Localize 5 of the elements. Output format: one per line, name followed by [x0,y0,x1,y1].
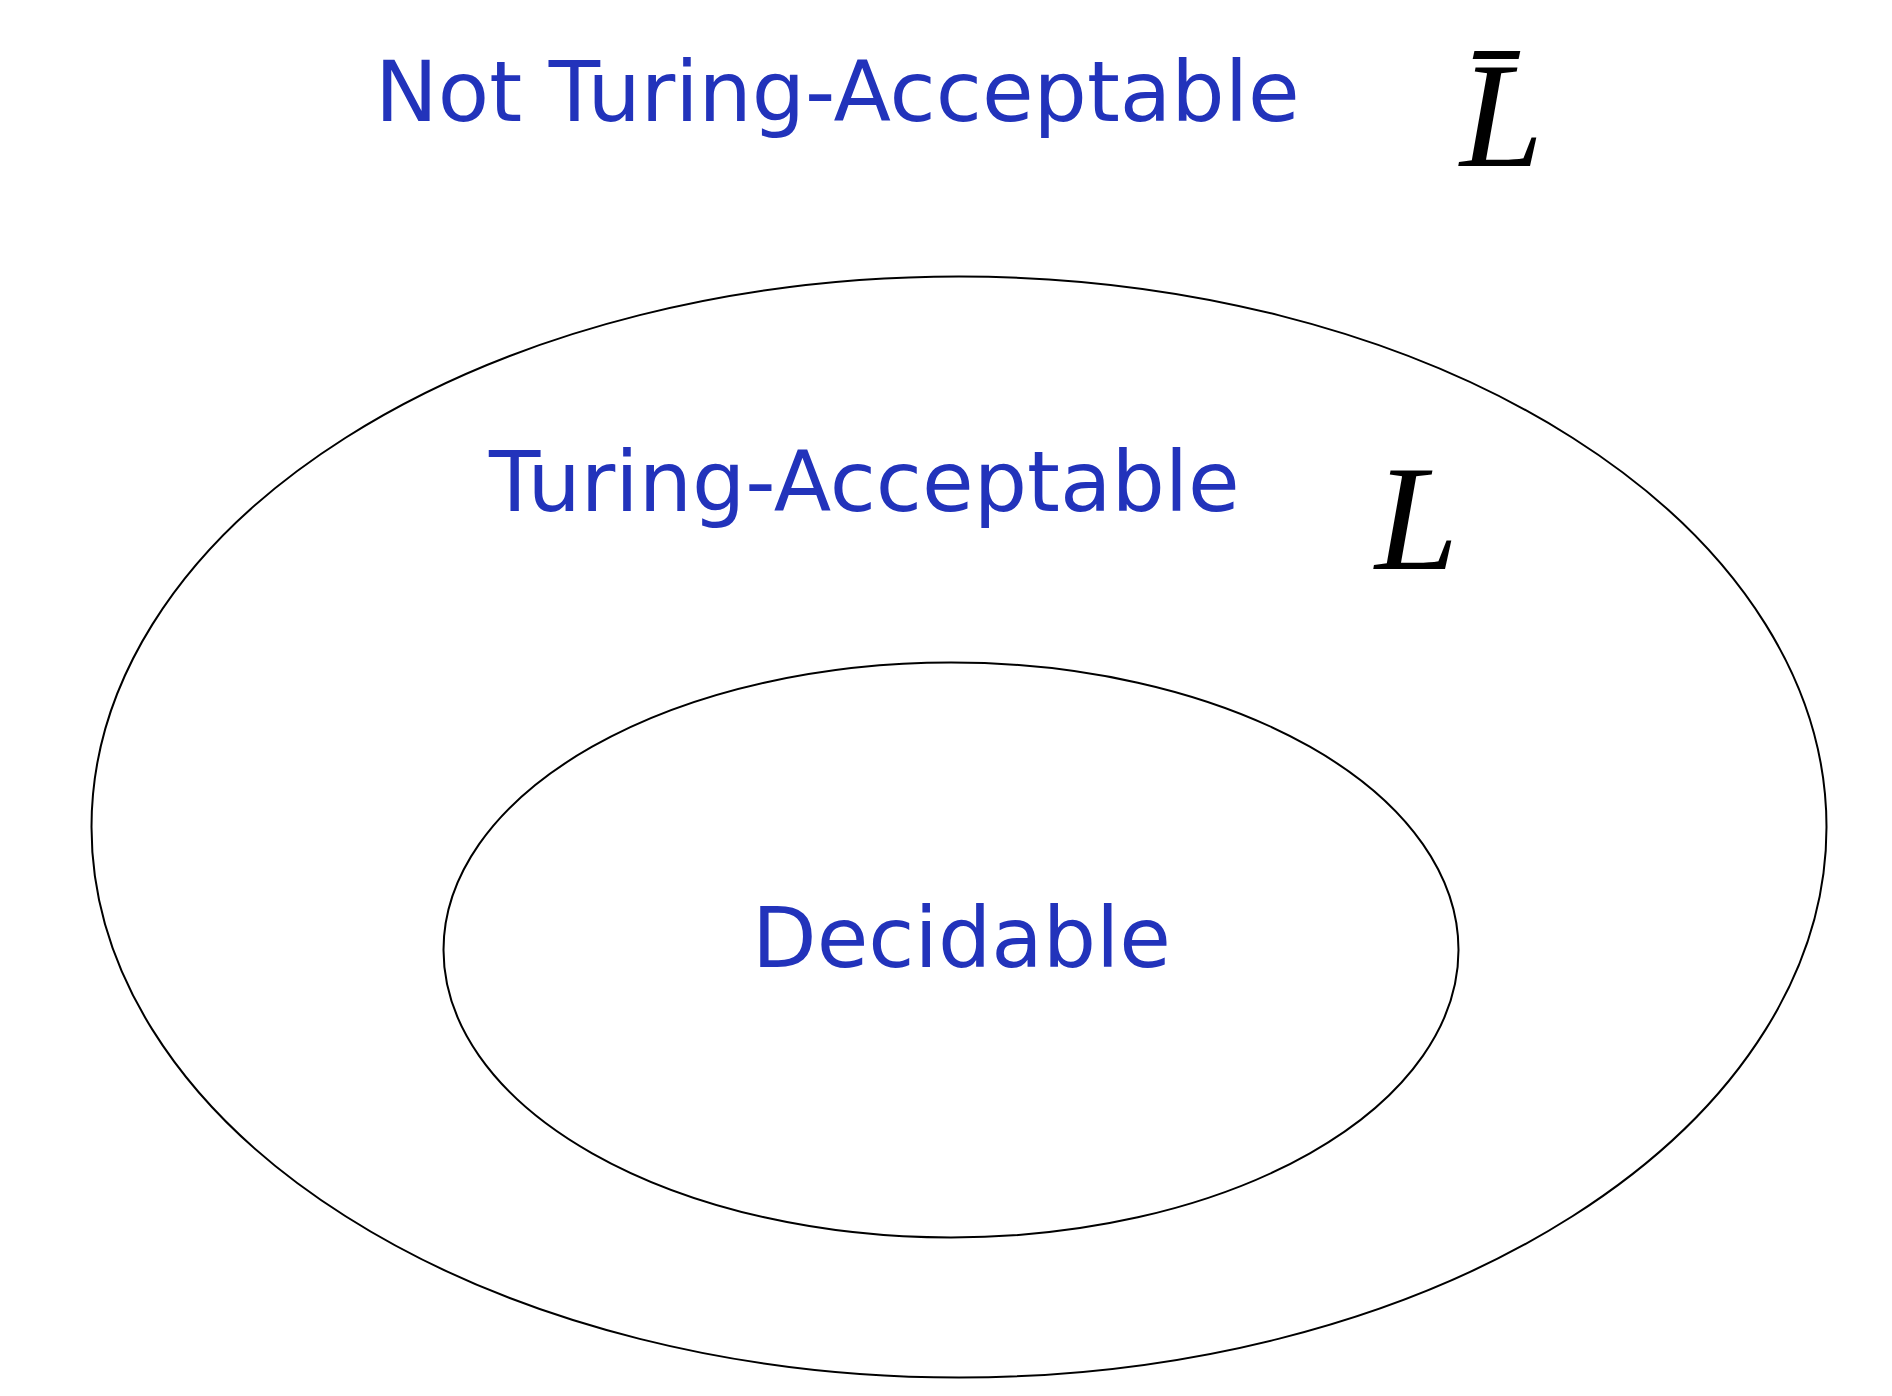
math-symbol: L̄ [1460,40,1544,190]
math-symbol: L [1375,443,1459,593]
set-label: Decidable [752,896,1171,980]
set-ellipse [442,661,1460,1239]
set-ellipse [90,275,1828,1379]
